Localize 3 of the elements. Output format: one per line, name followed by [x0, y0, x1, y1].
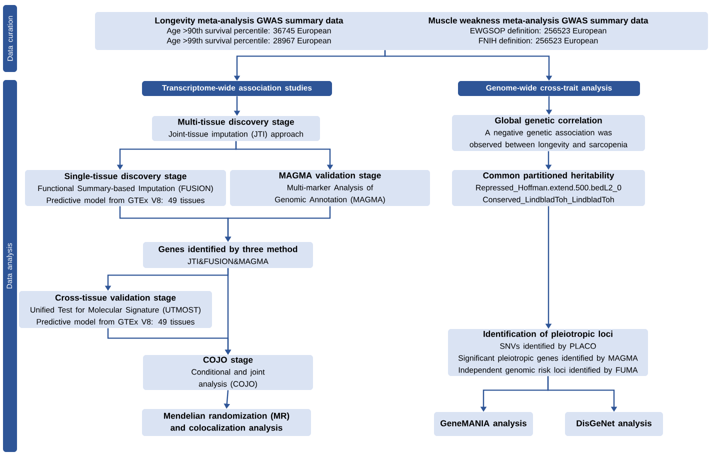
- process-box: DisGeNet analysis: [565, 412, 663, 436]
- process-box: GeneMANIA analysis: [434, 412, 533, 436]
- process-box: Mendelian randomization (MR) and colocalization analysis: [142, 409, 311, 436]
